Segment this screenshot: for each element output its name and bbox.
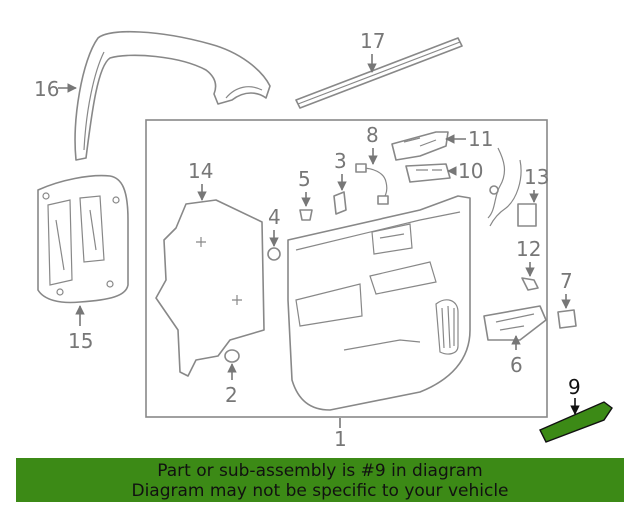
part-2-clip[interactable] xyxy=(224,349,240,363)
part-9-highlighted[interactable] xyxy=(539,401,613,443)
part-7-cover[interactable] xyxy=(557,309,577,329)
callout-6: 6 xyxy=(510,353,523,377)
callout-8: 8 xyxy=(366,123,379,147)
assembly-frame xyxy=(145,119,548,418)
part-3-bracket[interactable] xyxy=(333,191,347,215)
callout-1: 1 xyxy=(334,427,347,451)
part-11-window-switch[interactable] xyxy=(391,131,449,161)
part-12-clip[interactable] xyxy=(521,277,539,291)
part-16-pillar-trim[interactable] xyxy=(74,31,271,161)
callout-15: 15 xyxy=(68,329,93,353)
info-banner: Part or sub-assembly is #9 in diagram Di… xyxy=(16,458,624,502)
callout-9: 9 xyxy=(568,375,581,399)
banner-line-2: Diagram may not be specific to your vehi… xyxy=(131,481,509,501)
banner-line-1: Part or sub-assembly is #9 in diagram xyxy=(157,461,483,481)
callout-11: 11 xyxy=(468,127,493,151)
part-10-lock-switch[interactable] xyxy=(405,163,451,183)
part-14-water-deflector[interactable] xyxy=(155,199,265,377)
callout-4: 4 xyxy=(268,205,281,229)
callout-10: 10 xyxy=(458,159,483,183)
callout-7: 7 xyxy=(560,269,573,293)
callout-17: 17 xyxy=(360,29,385,53)
part-15-door-module[interactable] xyxy=(37,174,129,304)
part-1-door-trim-panel[interactable] xyxy=(287,195,471,411)
callout-3: 3 xyxy=(334,149,347,173)
part-4-pushpin[interactable] xyxy=(267,247,281,261)
part-5-retainer[interactable] xyxy=(299,209,313,221)
part-13-wiring-harness[interactable] xyxy=(487,147,537,227)
callout-13: 13 xyxy=(524,165,549,189)
callout-2: 2 xyxy=(225,383,238,407)
callout-5: 5 xyxy=(298,167,311,191)
parts-diagram: 16 17 15 14 2 4 5 3 xyxy=(34,29,613,451)
part-6-inside-handle[interactable] xyxy=(483,305,547,341)
callout-16: 16 xyxy=(34,77,59,101)
part-8-harness[interactable] xyxy=(355,163,389,205)
callout-14: 14 xyxy=(188,159,213,183)
callout-12: 12 xyxy=(516,237,541,261)
part-17-belt-molding[interactable] xyxy=(295,37,463,109)
